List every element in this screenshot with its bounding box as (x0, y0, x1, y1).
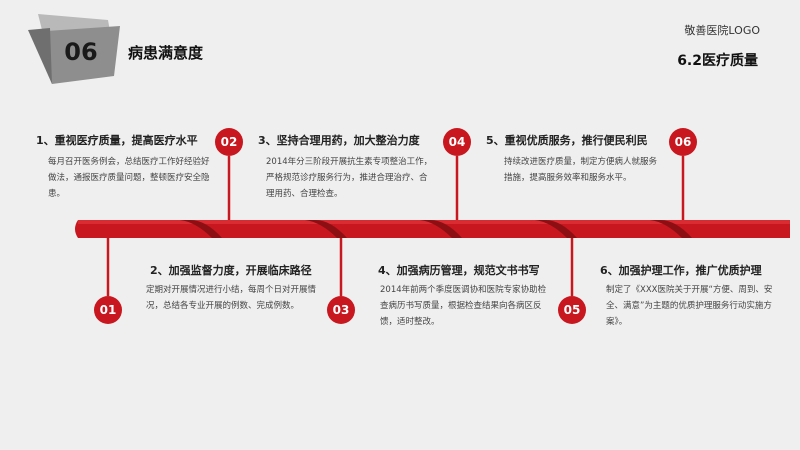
step-number-03: 03 (332, 303, 350, 317)
item-body-04: 2014年前两个季度医调协和医院专家协助检查病历书写质量，根据检查结果向各病区反… (380, 285, 547, 327)
badge-fold-shape (28, 28, 52, 84)
number-circle-04 (443, 128, 471, 156)
timeline-ribbon (75, 220, 790, 238)
number-circle-05 (558, 296, 586, 324)
section-title: 6.2医疗质量 (677, 53, 758, 69)
item-title-03: 3、坚持合理用药，加大整治力度 (258, 134, 420, 147)
hospital-logo-text: 敬善医院LOGO (684, 24, 760, 37)
ribbon-curl (535, 220, 577, 238)
item-title-04: 4、加强病历管理，规范文书书写 (378, 264, 540, 277)
item-title-01: 1、重视医疗质量，提高医疗水平 (36, 134, 198, 147)
item-body-01: 每月召开医务例会，总结医疗工作好经验好做法，通报医疗质量问题，整顿医疗安全隐患。 (48, 157, 210, 199)
step-number-05: 05 (563, 303, 581, 317)
page-title: 病患满意度 (128, 44, 204, 62)
item-body-03: 2014年分三阶段开展抗生素专项整治工作，严格规范诊疗服务行为，推进合理治疗、合… (266, 157, 433, 199)
item-title-06: 6、加强护理工作，推广优质护理 (600, 264, 762, 277)
number-circle-03 (327, 296, 355, 324)
step-number-02: 02 (220, 135, 238, 149)
item-title-05: 5、重视优质服务，推行便民利民 (486, 134, 648, 147)
number-circle-01 (94, 296, 122, 324)
ribbon-curl (305, 220, 347, 238)
section-number-badge (28, 14, 120, 84)
ribbon-curl (420, 220, 462, 238)
step-number-04: 04 (448, 135, 466, 149)
step-number-06: 06 (674, 135, 692, 149)
badge-number: 06 (64, 38, 98, 66)
item-body-02: 定期对开展情况进行小结，每周个日对开展情况，总结各专业开展的例数、完成例数。 (146, 285, 317, 311)
item-title-02: 2、加强监督力度，开展临床路径 (150, 264, 312, 277)
item-body-06: 制定了《XXX医院关于开展“方便、周到、安全、满意”为主题的优质护理服务行动实施… (606, 285, 773, 327)
step-number-01: 01 (99, 303, 117, 317)
ribbon-curl (650, 220, 692, 238)
item-body-05: 持续改进医疗质量，制定方便病人就服务措施，提高服务效率和服务水平。 (504, 157, 658, 183)
ribbon-curl (180, 220, 222, 238)
number-circle-02 (215, 128, 243, 156)
number-circle-06 (669, 128, 697, 156)
badge-front-shape (32, 26, 120, 84)
